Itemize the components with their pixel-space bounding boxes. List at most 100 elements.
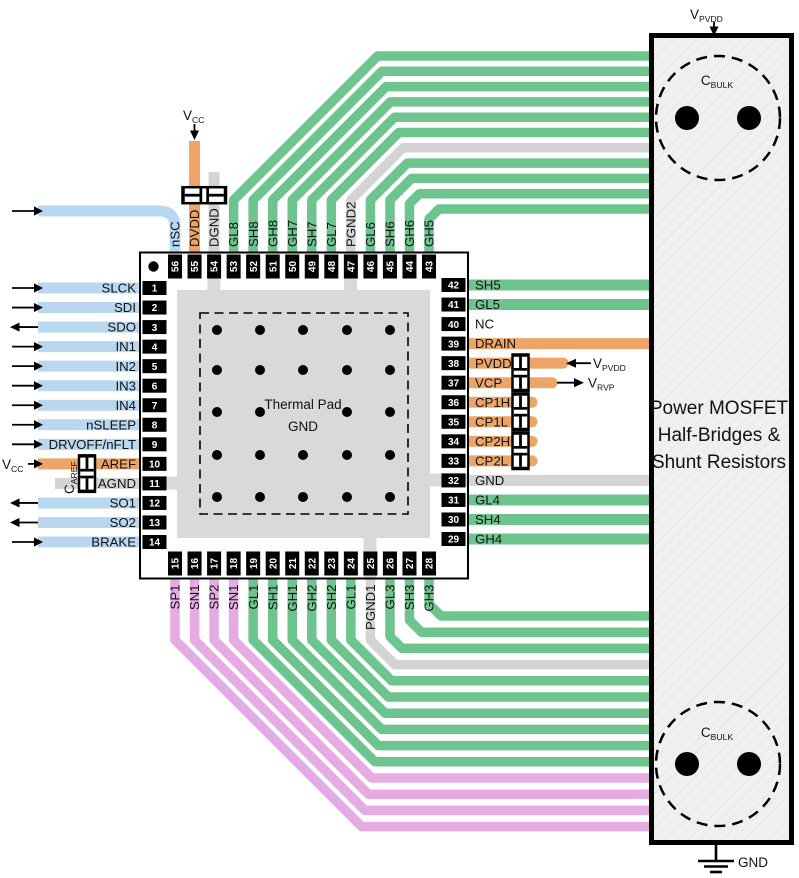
wire-gh3-28: [424, 578, 660, 621]
pin-label-gl3-26: GL3: [383, 585, 398, 610]
pin-36-box: [441, 395, 466, 410]
pin-38-number: 38: [448, 359, 460, 370]
pin-label-cp1l-35: CP1L: [475, 414, 508, 429]
wire-pgnd1-25: [365, 578, 660, 670]
pin-7-number: 7: [152, 401, 158, 412]
pin-label-cp2h-34: CP2H: [475, 434, 510, 449]
wire-gh2-22: [307, 578, 660, 718]
pin-18-number: 18: [229, 558, 240, 570]
pad-dashed-outline: [199, 312, 409, 515]
pin-9-number: 9: [152, 440, 158, 451]
vpvdd-top-label: VPVDD: [690, 7, 723, 24]
pin-23-number: 23: [327, 558, 338, 570]
wire-gh8-51: [267, 81, 660, 253]
ic-outline: [139, 251, 469, 580]
pin-label-gl5-41: GL5: [475, 297, 500, 312]
pin-label-so2: SO2: [110, 515, 136, 530]
pin-34-box: [441, 434, 466, 449]
block-ground-symbol: [698, 844, 734, 874]
pin-30-number: 30: [448, 515, 460, 526]
pad-label-line1: Thermal Pad: [264, 397, 341, 412]
pin-24-number: 24: [346, 558, 357, 570]
pin-label-so1: SO1: [110, 496, 136, 511]
block-title-line3: Shunt Resistors: [652, 452, 786, 473]
pin-label-gnd-32: GND: [475, 473, 504, 488]
pin-21-box: [285, 551, 300, 576]
pin-51-box: [265, 254, 280, 279]
pin-1-number: 1: [152, 284, 158, 295]
pin-label-gh6-44: GH6: [402, 220, 417, 247]
pin-39-number: 39: [448, 339, 460, 350]
pin-49-number: 49: [307, 261, 318, 273]
pin-label-gh3-28: GH3: [422, 585, 437, 612]
cbulk-bottom-terminal-left: [675, 752, 699, 776]
pad-via-dot: [298, 365, 308, 375]
wire-sh6-45: [385, 173, 660, 253]
vpvdd-right-label: VPVDD: [593, 356, 626, 373]
pin-35-number: 35: [448, 417, 460, 428]
cbulk-top-terminal-left: [675, 106, 699, 130]
pin-label-in1: IN1: [115, 339, 136, 354]
pad-via-dot: [255, 450, 265, 460]
pin-13-number: 13: [149, 518, 161, 529]
pin-52-number: 52: [249, 261, 260, 273]
wire-sh2-23: [326, 578, 660, 702]
pad-via-dot: [342, 407, 352, 417]
vrvp-pin-annotation: VRVP: [557, 376, 615, 393]
pin-32-number: 32: [448, 476, 460, 487]
pin-53-number: 53: [229, 261, 240, 273]
block-title-line2: Half-Bridges &: [658, 425, 781, 446]
pin-17-number: 17: [210, 558, 221, 570]
pin-28-box: [422, 551, 437, 576]
pin-30-box: [441, 512, 466, 527]
pin-label-aref: AREF: [101, 456, 136, 471]
pin-label-gh2-22: GH2: [304, 585, 319, 612]
pin-label-sp1-15: SP1: [168, 585, 183, 610]
pin-14-number: 14: [149, 538, 161, 549]
pin-24-box: [343, 551, 358, 576]
pin-31-box: [441, 492, 466, 507]
pin-6-box: [142, 378, 167, 393]
wire-gl3-26: [385, 578, 660, 654]
pin-label-slck: SLCK: [102, 281, 137, 296]
pin-label-gl4-31: GL4: [475, 493, 500, 508]
pin-33-box: [441, 453, 466, 468]
pin-label-gl6-46: GL6: [363, 222, 378, 247]
output-arrow-sdo: [10, 322, 38, 332]
vcc-left-label: VCC: [2, 457, 23, 474]
pin-1-box: [142, 281, 167, 295]
thermal-pad: Thermal Pad GND: [141, 253, 467, 578]
pin-45-number: 45: [386, 261, 397, 273]
pin-label-sp2-17: SP2: [207, 585, 222, 610]
pin-34-number: 34: [448, 437, 460, 448]
cbulk-top-label: CBULK: [701, 73, 733, 90]
pad-via-dot: [385, 325, 395, 335]
pad-via-dot: [385, 365, 395, 375]
pin-label-sh7-49: SH7: [304, 221, 319, 247]
vcc-aref-annotation: VCC: [2, 457, 43, 474]
pin-37-box: [441, 375, 466, 390]
pin-47-box: [343, 254, 358, 279]
pin-22-box: [304, 551, 319, 576]
pad-via-dot: [212, 407, 222, 417]
vcc-top-arrow: [190, 130, 199, 140]
block-outline: [649, 33, 794, 845]
wire-gh1-21: [287, 578, 660, 735]
pin-49-box: [304, 254, 319, 279]
wire-nsc-56: [38, 205, 181, 253]
input-arrow-sdi: [12, 302, 43, 313]
pad-label-line2: GND: [288, 419, 318, 434]
vpvdd-pin-annotation: VPVDD: [566, 356, 626, 373]
pin-8-number: 8: [152, 420, 158, 431]
output-arrow-so1: [10, 498, 38, 508]
pin-label-sn1-16: SN1: [187, 585, 202, 611]
pin-18-box: [226, 551, 241, 576]
pin-label-pgnd1-25: PGND1: [363, 585, 378, 630]
pin-label-agnd: AGND: [98, 476, 136, 491]
pin-label-gh7-50: GH7: [285, 220, 300, 247]
pad-via-dot: [212, 450, 222, 460]
pin-44-box: [402, 254, 417, 279]
wire-sh7-49: [307, 112, 660, 253]
pin-label-pgnd2-47: PGND2: [343, 202, 358, 247]
input-arrow-nsc: [12, 206, 43, 216]
